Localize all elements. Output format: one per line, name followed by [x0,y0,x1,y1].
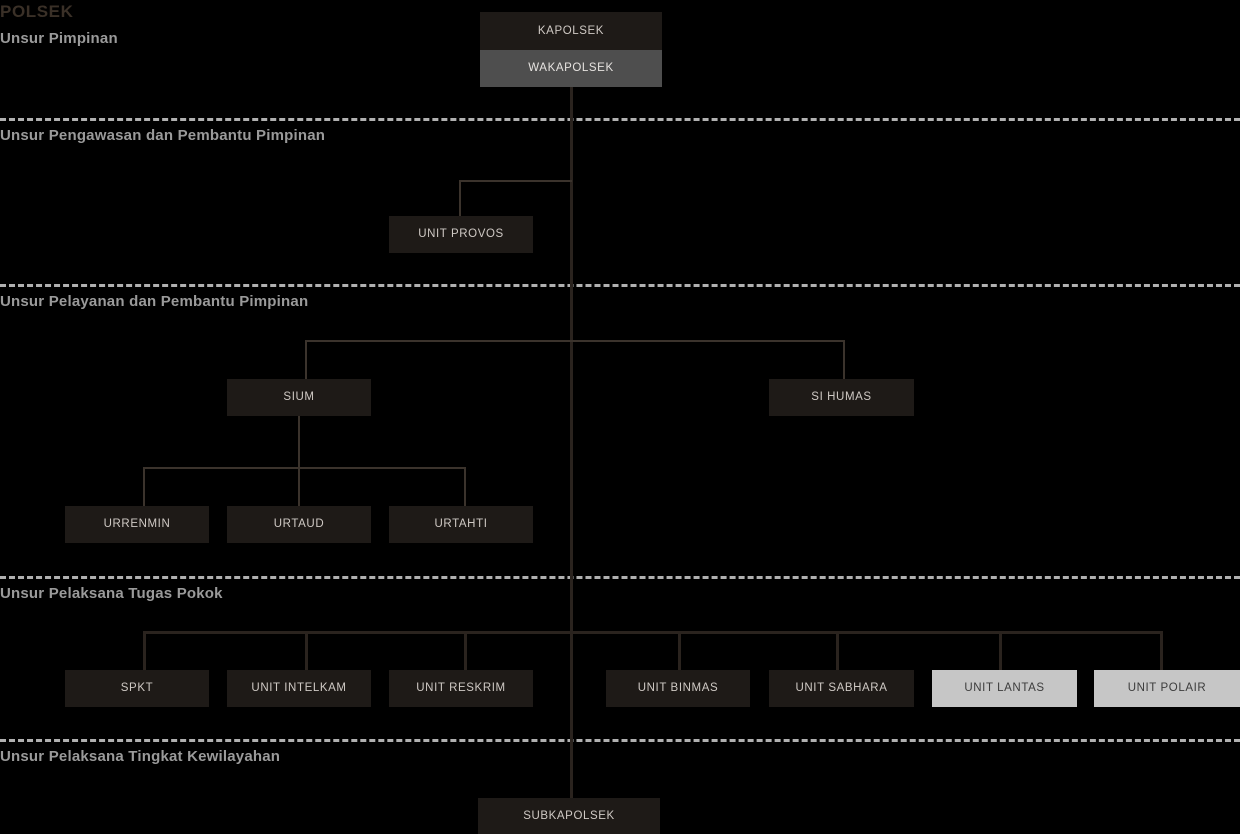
node-subkapolsek-label: SUBKAPOLSEK [523,809,615,822]
connector-polair-drop [1160,631,1163,670]
section-label-pelaksana: Unsur Pelaksana Tugas Pokok [0,585,223,602]
node-si-humas[interactable]: SI HUMAS [769,379,914,416]
node-kapolsek-label: KAPOLSEK [537,24,605,37]
node-subkapolsek[interactable]: SUBKAPOLSEK [478,798,660,834]
connector-provos-horizontal [459,180,572,182]
brand-title: POLSEK [0,2,74,21]
node-spkt[interactable]: SPKT [65,670,209,707]
node-sium-label: SIUM [283,391,315,404]
section-label-pimpinan: Unsur Pimpinan [0,30,118,47]
section-label-pengawasan: Unsur Pengawasan dan Pembantu Pimpinan [0,127,326,144]
node-unit-lantas[interactable]: UNIT LANTAS [932,670,1077,707]
section-label-kewilayahan: Unsur Pelaksana Tingkat Kewilayahan [0,748,281,765]
section-divider-kewilayahan [0,739,1240,742]
node-urrenmin-label: URRENMIN [103,518,171,531]
section-divider-pelayanan [0,284,1240,287]
node-kapolsek[interactable]: KAPOLSEK [480,12,662,50]
node-unit-provos[interactable]: UNIT PROVOS [389,216,533,253]
node-urrenmin[interactable]: URRENMIN [65,506,209,543]
node-unit-binmas[interactable]: UNIT BINMAS [606,670,750,707]
connector-pelaksana-bus [143,631,1163,634]
connector-sabhara-drop [836,631,839,670]
section-divider-pengawasan [0,118,1240,121]
node-unit-polair-label: UNIT POLAIR [1127,682,1207,695]
connector-intelkam-drop [305,631,308,670]
node-wakapolsek-label: WAKAPOLSEK [528,62,614,75]
node-unit-sabhara-label: UNIT SABHARA [795,682,888,695]
node-sium[interactable]: SIUM [227,379,371,416]
node-wakapolsek[interactable]: WAKAPOLSEK [480,50,662,87]
node-unit-reskrim-label: UNIT RESKRIM [416,682,506,695]
connector-sihumas-drop [843,340,845,379]
node-urtaud-label: URTAUD [273,518,325,531]
node-urtahti[interactable]: URTAHTI [389,506,533,543]
connector-pelayanan-bus [305,340,845,342]
node-unit-reskrim[interactable]: UNIT RESKRIM [389,670,533,707]
connector-provos-vertical [459,180,461,218]
section-divider-pelaksana [0,576,1240,579]
connector-reskrim-drop [464,631,467,670]
node-urtahti-label: URTAHTI [434,518,488,531]
node-unit-intelkam[interactable]: UNIT INTELKAM [227,670,371,707]
connector-urtahti-drop [464,467,466,506]
connector-lantas-drop [999,631,1002,670]
connector-urrenmin-drop [143,467,145,506]
node-unit-intelkam-label: UNIT INTELKAM [251,682,347,695]
node-spkt-label: SPKT [120,682,154,695]
node-si-humas-label: SI HUMAS [811,391,872,404]
node-unit-provos-label: UNIT PROVOS [418,228,504,241]
connector-sium-children-bus [143,467,466,469]
node-unit-lantas-label: UNIT LANTAS [964,682,1045,695]
connector-sium-stem [298,416,300,468]
connector-spkt-drop [143,631,146,670]
connector-binmas-drop [678,631,681,670]
node-unit-sabhara[interactable]: UNIT SABHARA [769,670,914,707]
section-label-pelayanan: Unsur Pelayanan dan Pembantu Pimpinan [0,293,309,310]
node-unit-polair[interactable]: UNIT POLAIR [1094,670,1240,707]
trunk-line-main [570,86,573,798]
connector-urtaud-drop [298,467,300,506]
node-urtaud[interactable]: URTAUD [227,506,371,543]
node-unit-binmas-label: UNIT BINMAS [637,682,719,695]
connector-sium-drop [305,340,307,379]
